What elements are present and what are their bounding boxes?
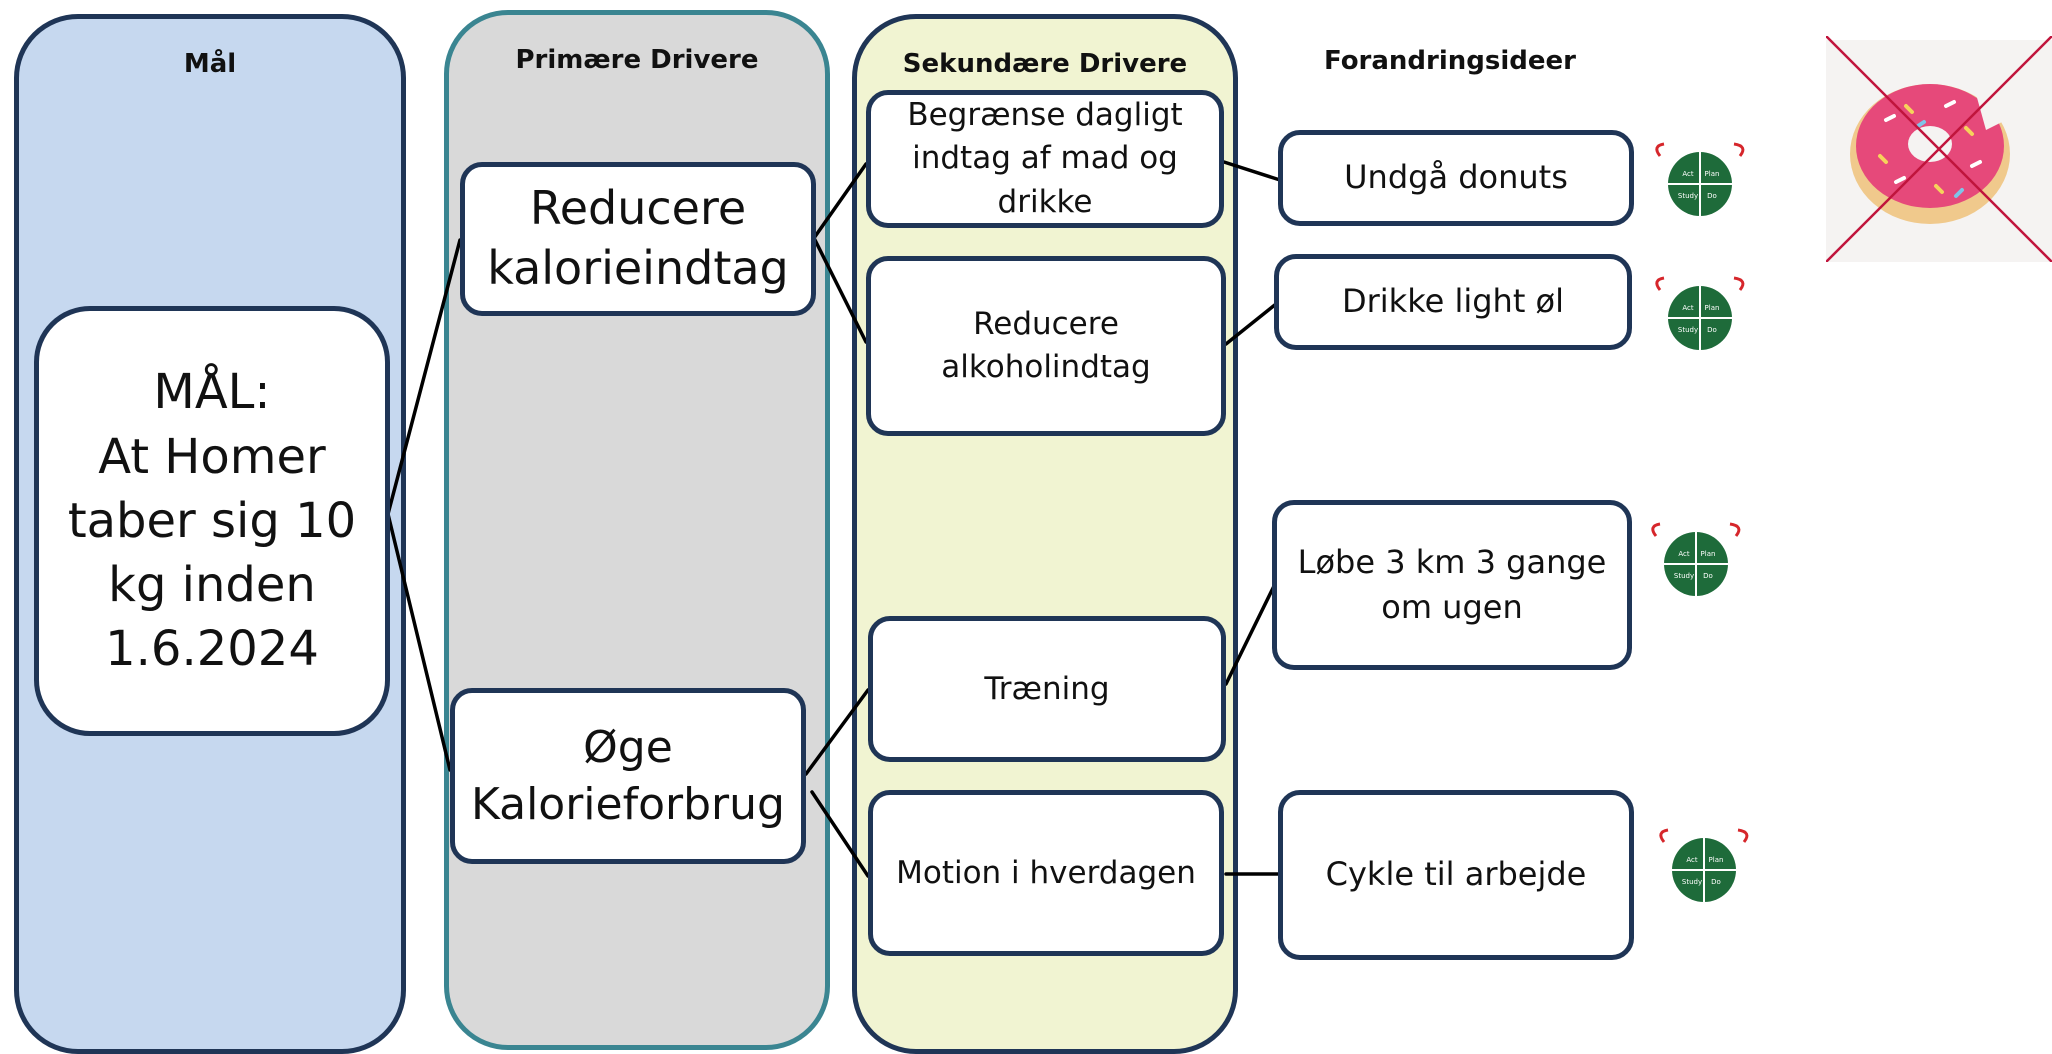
pdsa-study-label: Study: [1678, 192, 1698, 200]
pdsa-cycle-icon: Act Plan Study Do: [1655, 276, 1745, 350]
primary-driver-box: Reducere kalorieindtag: [460, 162, 816, 316]
pdsa-do-label: Do: [1707, 192, 1717, 200]
pdsa-do-label: Do: [1703, 572, 1713, 580]
primary-driver-text: Reducere kalorieindtag: [487, 181, 789, 295]
primary-drivers-heading: Primære Drivere: [515, 45, 759, 75]
link-goal-primary-2: [386, 512, 452, 772]
pdsa-study-label: Study: [1678, 326, 1698, 334]
change-idea-box: Undgå donuts: [1278, 130, 1634, 226]
pdsa-do-label: Do: [1707, 326, 1717, 334]
pdsa-cycle-icon: Act Plan Study Do: [1655, 142, 1745, 216]
connector-lines: [386, 160, 1282, 878]
pdsa-cycle-icon: Act Plan Study Do: [1659, 828, 1749, 902]
change-idea-text: Undgå donuts: [1344, 158, 1568, 197]
pdsa-do-label: Do: [1711, 878, 1721, 886]
secondary-drivers-heading: Sekundære Drivere: [902, 49, 1188, 79]
pdsa-study-label: Study: [1674, 572, 1694, 580]
pdsa-act-label: Act: [1682, 170, 1694, 178]
change-idea-box: Cykle til arbejde: [1278, 790, 1634, 960]
link-primary1-secondary2: [812, 236, 868, 344]
link-goal-primary-1: [386, 238, 462, 516]
secondary-driver-text: Reducere alkoholindtag: [941, 305, 1151, 385]
secondary-driver-text: Begrænse dagligt indtag af mad og drikke: [907, 96, 1183, 220]
link-secondary3-idea3: [1224, 584, 1276, 686]
change-idea-box: Drikke light øl: [1274, 254, 1632, 350]
donut-icon: [1850, 84, 2010, 224]
goal-text: MÅL: At Homer taber sig 10 kg inden 1.6.…: [67, 364, 357, 678]
link-secondary1-idea1: [1222, 160, 1282, 182]
secondary-driver-box: Motion i hverdagen: [868, 790, 1224, 956]
pdsa-plan-label: Plan: [1701, 550, 1716, 558]
change-idea-text: Cykle til arbejde: [1325, 855, 1587, 894]
secondary-driver-text: Træning: [984, 670, 1110, 707]
pdsa-plan-label: Plan: [1705, 170, 1720, 178]
pdsa-study-label: Study: [1682, 878, 1702, 886]
secondary-driver-text: Motion i hverdagen: [896, 854, 1196, 891]
pdsa-plan-label: Plan: [1705, 304, 1720, 312]
goal-column-heading: Mål: [183, 49, 237, 79]
pdsa-cycle-icon: Act Plan Study Do: [1651, 522, 1741, 596]
pdsa-act-label: Act: [1682, 304, 1694, 312]
secondary-driver-box: Reducere alkoholindtag: [866, 256, 1226, 436]
change-idea-text: Drikke light øl: [1341, 282, 1565, 321]
link-primary1-secondary1: [812, 162, 868, 240]
pdsa-act-label: Act: [1686, 856, 1698, 864]
link-primary2-secondary3: [804, 688, 870, 776]
pdsa-plan-label: Plan: [1709, 856, 1724, 864]
change-idea-box: Løbe 3 km 3 gange om ugen: [1272, 500, 1632, 670]
pdsa-act-label: Act: [1678, 550, 1690, 558]
goal-box: MÅL: At Homer taber sig 10 kg inden 1.6.…: [34, 306, 390, 736]
cross-line: [1826, 36, 2052, 262]
primary-driver-box: Øge Kalorieforbrug: [450, 688, 806, 864]
primary-driver-text: Øge Kalorieforbrug: [471, 721, 785, 830]
link-primary2-secondary4: [810, 790, 870, 878]
secondary-driver-box: Træning: [868, 616, 1226, 762]
crossed-out-donut-image: [1826, 36, 2052, 262]
change-ideas-heading: Forandringsideer: [1323, 46, 1576, 76]
change-idea-text: Løbe 3 km 3 gange om ugen: [1297, 543, 1607, 626]
link-secondary2-idea2: [1224, 302, 1278, 346]
secondary-driver-box: Begrænse dagligt indtag af mad og drikke: [866, 90, 1224, 228]
